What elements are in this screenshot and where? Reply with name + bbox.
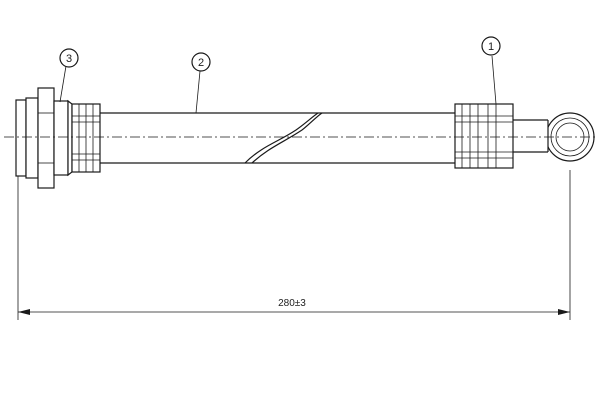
callout-2: 2 <box>191 52 211 72</box>
right-fitting <box>454 103 595 169</box>
callout-3-label: 3 <box>66 53 72 65</box>
callout-3: 3 <box>59 48 79 68</box>
callout-2-label: 2 <box>198 57 204 69</box>
dimension-label: 280±3 <box>278 298 306 309</box>
callout-1-label: 1 <box>488 41 494 53</box>
leader-2 <box>195 70 201 114</box>
leader-3 <box>59 65 67 103</box>
hose-tube <box>100 112 455 164</box>
callout-1: 1 <box>481 36 501 56</box>
length-dimension: 280±3 <box>18 298 570 315</box>
left-fitting <box>15 87 101 189</box>
leader-1 <box>491 55 497 105</box>
